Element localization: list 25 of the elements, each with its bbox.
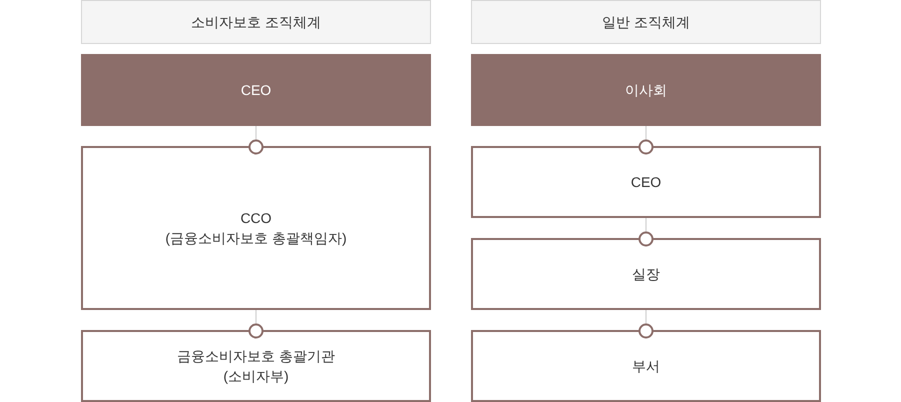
header-title: 소비자보호 조직체계	[191, 13, 321, 32]
role-label: CEO	[630, 173, 662, 192]
role-label: 이사회	[625, 81, 667, 100]
connector-line	[638, 310, 654, 338]
role-label: CEO	[240, 81, 272, 100]
header-panel	[471, 0, 821, 44]
org-box	[471, 330, 821, 402]
connector-line	[248, 126, 264, 154]
top-role-box	[471, 54, 821, 126]
role-label: CCO	[240, 209, 272, 228]
role-subtitle: (소비자부)	[223, 367, 289, 386]
role-subtitle: (금융소비자보호 총괄책임자)	[165, 229, 347, 248]
org-box	[81, 146, 431, 310]
org-box	[471, 146, 821, 218]
top-role-box	[81, 54, 431, 126]
header-panel	[81, 0, 431, 44]
role-label: 금융소비자보호 총괄기관	[177, 347, 335, 366]
org-box	[81, 330, 431, 402]
org-box	[471, 238, 821, 310]
connector-line	[638, 218, 654, 246]
role-label: 실장	[632, 265, 660, 284]
connector-line	[248, 310, 264, 338]
role-label: 부서	[632, 357, 660, 376]
connector-line	[638, 126, 654, 154]
header-title: 일반 조직체계	[602, 13, 690, 32]
